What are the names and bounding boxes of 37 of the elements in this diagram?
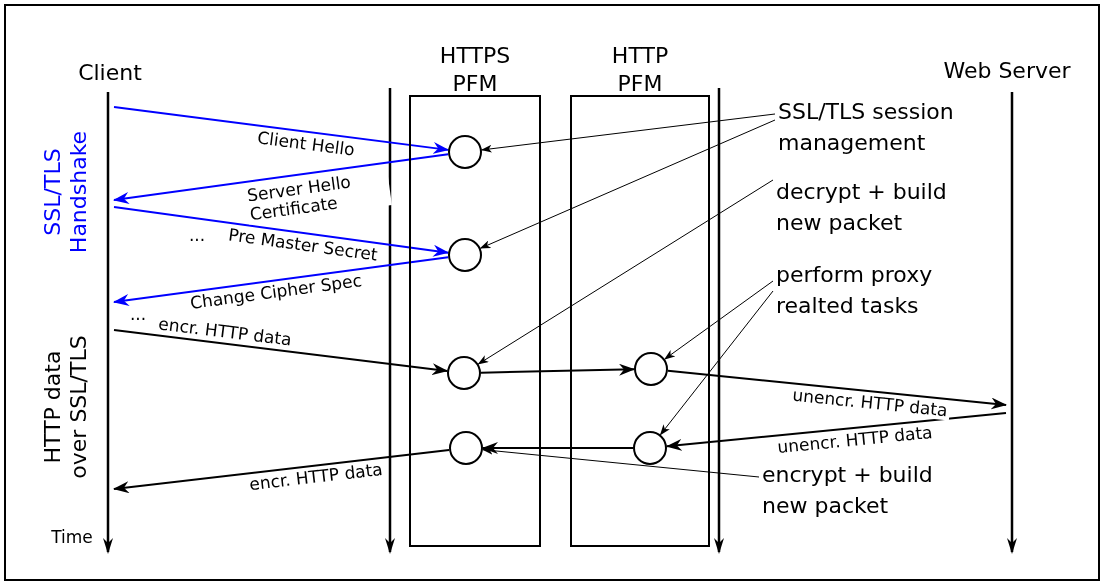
processing-circle	[633, 431, 667, 465]
annotation-text: SSL/TLS session management	[778, 96, 978, 158]
lifeline-label: Client	[78, 60, 142, 86]
leader-line	[477, 179, 774, 365]
lifeline-arrow	[102, 92, 114, 554]
text-label: ...	[129, 303, 147, 325]
message-arrow	[113, 448, 451, 494]
leader-line	[481, 446, 760, 478]
text-label: ...	[188, 224, 206, 246]
leader-line	[479, 119, 776, 249]
phase-label: HTTP data over SSL/TLS	[40, 334, 92, 481]
lifeline-arrow	[1006, 92, 1018, 554]
processing-circle	[448, 238, 482, 272]
module-heading: HTTPS PFM	[438, 42, 512, 95]
message-arrow	[113, 153, 450, 204]
processing-circle	[448, 135, 482, 169]
message-arrow	[482, 442, 634, 454]
leader-line	[664, 280, 774, 360]
module-heading: HTTP PFM	[610, 42, 670, 95]
leader-line	[480, 113, 776, 153]
phase-label: SSL/TLS Handshake	[40, 129, 92, 256]
message-arrow	[666, 369, 1007, 410]
message-arrow	[113, 106, 450, 154]
processing-circle	[449, 431, 483, 465]
message-arrow	[113, 256, 450, 306]
annotation-text: decrypt + build new packet	[776, 176, 976, 238]
lifeline-label: Web Server	[943, 58, 1071, 84]
message-arrow	[480, 363, 635, 376]
text-label: Time	[51, 526, 93, 548]
processing-circle	[634, 352, 668, 386]
leader-line	[659, 290, 774, 436]
processing-circle	[447, 356, 481, 390]
message-arrow	[113, 329, 449, 376]
message-arrow	[665, 412, 1007, 451]
annotation-text: encrypt + build new packet	[762, 459, 962, 521]
message-arrow	[113, 206, 450, 257]
annotation-text: perform proxy realted tasks	[776, 259, 976, 321]
